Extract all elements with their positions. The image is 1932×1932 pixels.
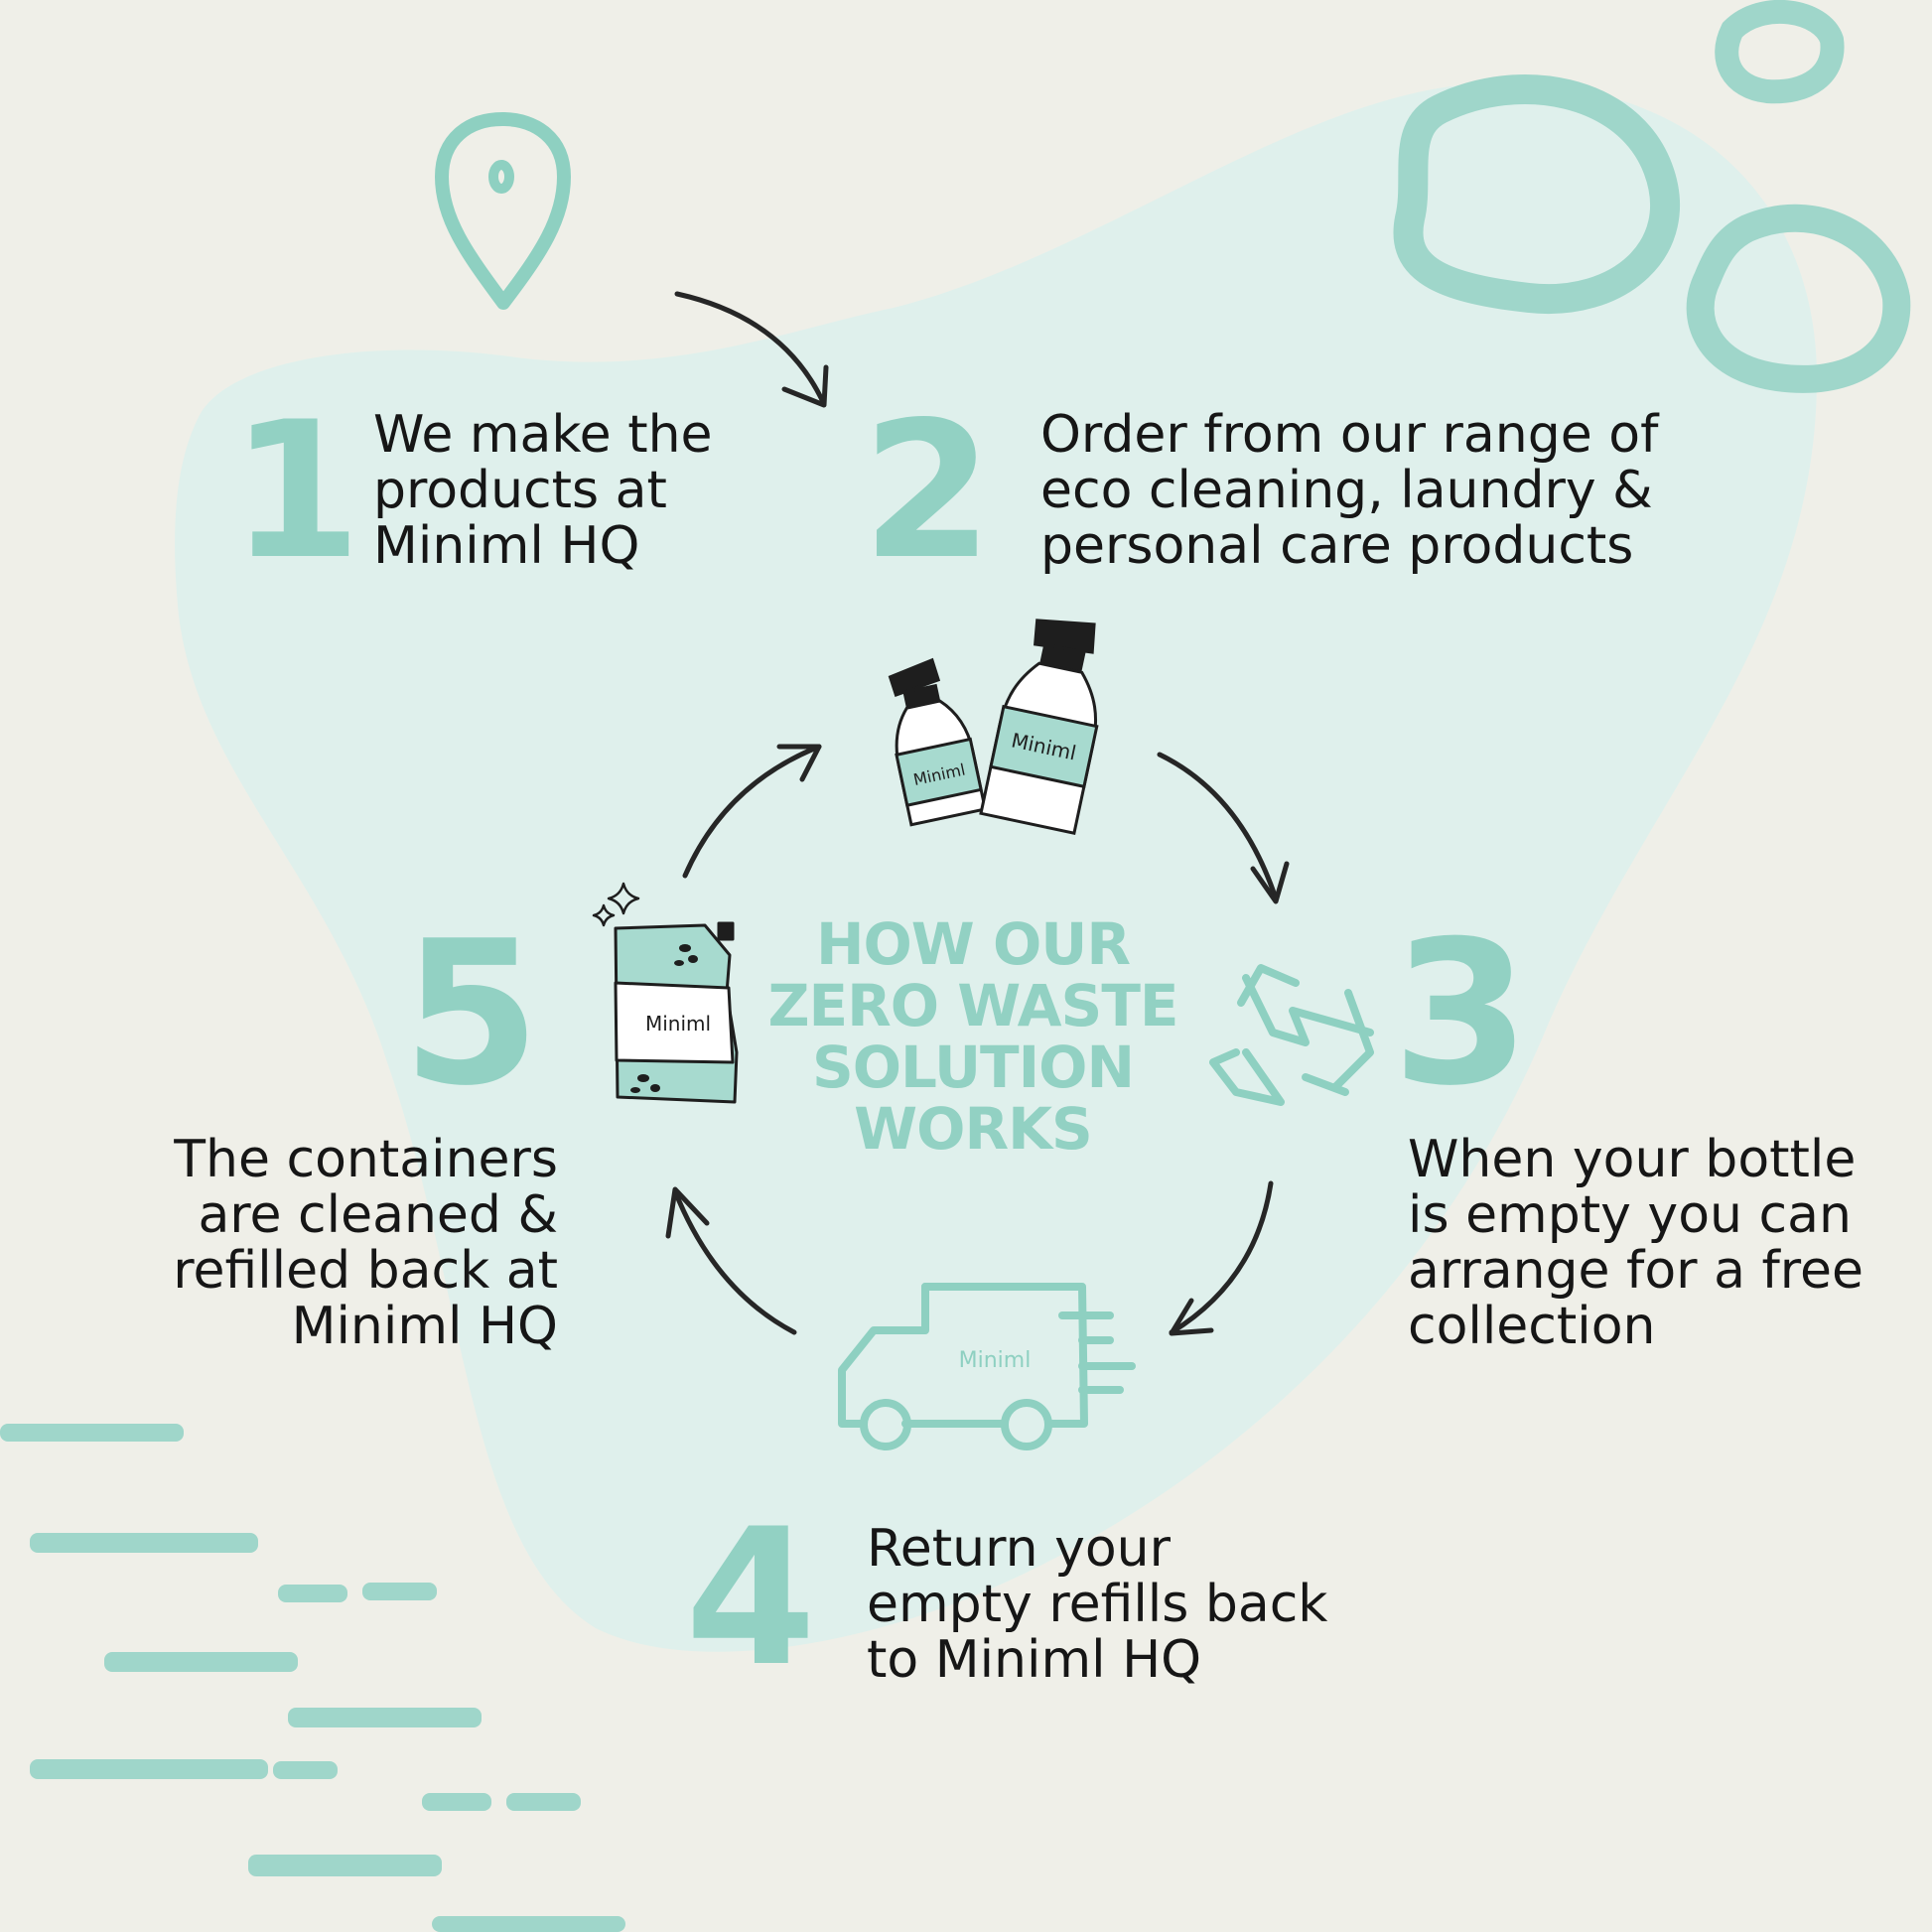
bubble-large [1393,74,1680,315]
title-line: ZERO WASTE [767,972,1178,1039]
brush-stroke [288,1708,482,1727]
step-3-number: 3 [1392,898,1530,1130]
step-3-text: When your bottle is empty you can arrang… [1408,1132,1863,1354]
step-line: is empty you can [1408,1185,1852,1245]
title-line: HOW OUR [815,910,1131,978]
step-line: products at [373,461,667,520]
brush-stroke [278,1585,347,1602]
brush-stroke [104,1652,298,1672]
small-spray-bottle: Miniml [888,657,988,827]
arrow-3-to-4 [1169,1180,1274,1336]
brush-stroke [30,1533,258,1553]
bubble-medium [1686,204,1911,393]
brush-stroke [506,1793,581,1811]
leaf-dots [630,944,698,1093]
bubble-decoration [1393,0,1911,393]
recycle-icon [1209,964,1374,1106]
step-line: empty refills back [867,1575,1328,1634]
title-line: WORKS [854,1095,1093,1163]
step-line: We make the [373,405,713,465]
step-1-number: 1 [230,381,361,601]
flow-arrows [665,291,1290,1336]
title-line: SOLUTION [811,1034,1135,1101]
step-line: refilled back at [173,1241,558,1301]
step-4-text: Return your empty refills back to Miniml… [867,1521,1327,1688]
spray-bottles-icon: Miniml Miniml [888,619,1099,836]
large-spray-bottle: Miniml [979,619,1099,836]
step-1-text: We make the products at Miniml HQ [373,407,713,574]
step-line: Miniml HQ [291,1297,558,1356]
van-label: Miniml [959,1348,1032,1373]
delivery-van-icon: Miniml [838,1283,1136,1450]
step-line: When your bottle [1408,1130,1857,1189]
step-5-number: 5 [402,898,540,1130]
brush-stroke-decoration [0,1424,625,1932]
location-pin-icon [435,112,571,310]
brush-stroke [248,1855,442,1876]
arrow-2-to-3 [1157,752,1290,904]
step-line: The containers [174,1130,558,1189]
brush-stroke [432,1916,625,1932]
step-line: are cleaned & [198,1185,558,1245]
step-line: Miniml HQ [373,516,640,576]
pouch-label: Miniml [645,1012,711,1035]
diagram-title: HOW OUR ZERO WASTE SOLUTION WORKS [735,913,1211,1160]
brush-stroke [422,1793,491,1811]
brush-stroke [362,1583,437,1600]
step-5-text: The containers are cleaned & refilled ba… [99,1132,558,1354]
step-line: to Miniml HQ [867,1630,1202,1690]
step-line: Order from our range of [1040,405,1659,465]
step-line: personal care products [1040,516,1634,576]
arrow-4-to-5 [665,1186,797,1335]
bubble-small [1715,0,1845,104]
brush-stroke [273,1761,338,1779]
arrow-1-to-2 [674,291,829,408]
step-4-number: 4 [685,1488,816,1708]
arrow-5-to-2 [682,744,822,879]
refill-pouch-icon: Miniml [592,882,739,1104]
sparkle-icon [592,882,640,927]
brush-stroke [0,1424,184,1442]
step-2-number: 2 [862,381,993,601]
step-line: eco cleaning, laundry & [1040,461,1653,520]
step-line: Return your [867,1519,1172,1579]
step-line: arrange for a free [1408,1241,1864,1301]
step-line: collection [1408,1297,1656,1356]
brush-stroke [30,1759,268,1779]
step-2-text: Order from our range of eco cleaning, la… [1040,407,1658,574]
background-blob [175,82,1818,1652]
